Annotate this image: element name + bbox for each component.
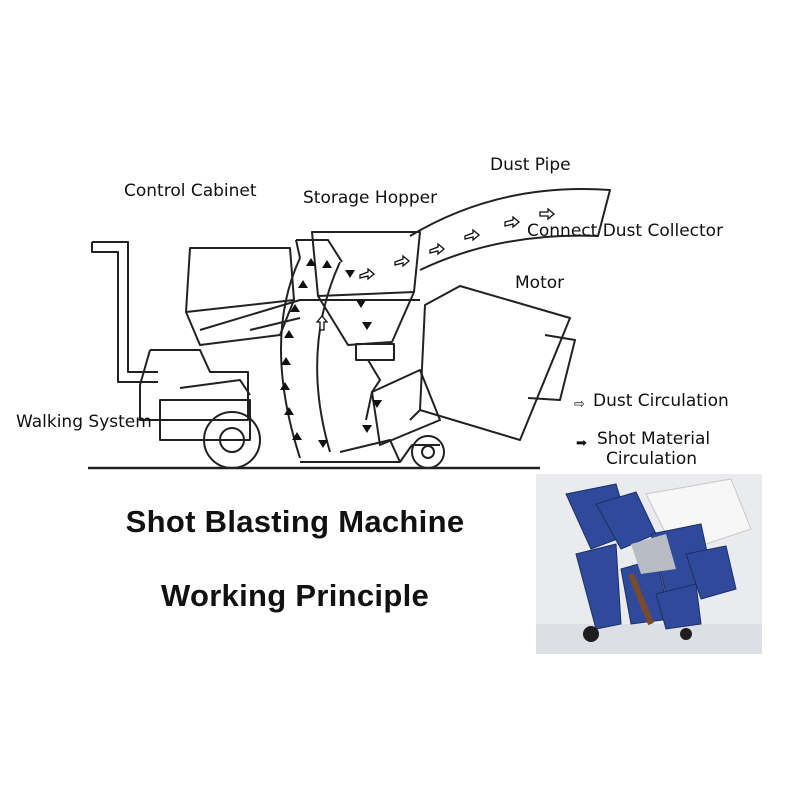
label-walking-system: Walking System <box>16 412 152 432</box>
legend-shot-material-line1: Shot Material <box>597 429 711 449</box>
title-line2: Working Principle <box>160 578 430 613</box>
legend-dust-circulation: Dust Circulation <box>593 391 729 411</box>
solid-arrow-icon: ➡ <box>576 435 587 450</box>
front-wheel <box>411 435 445 469</box>
base-plate <box>300 444 440 463</box>
label-storage-hopper: Storage Hopper <box>303 188 438 208</box>
label-connect-dust-collector: Connect Dust Collector <box>527 221 724 241</box>
walking-frame <box>139 349 249 421</box>
dust-arrows <box>315 207 556 331</box>
label-control-cabinet: Control Cabinet <box>124 181 257 201</box>
elevator-inner <box>316 261 341 453</box>
control-cabinet-shape <box>185 247 295 313</box>
label-motor: Motor <box>515 273 565 293</box>
legend-shot-material-line2: Circulation <box>606 449 698 469</box>
hollow-arrow-icon: ⇨ <box>574 396 585 411</box>
label-dust-pipe: Dust Pipe <box>490 155 571 175</box>
blast-chute <box>371 369 441 446</box>
motor-shape <box>419 285 571 441</box>
elevator-outer <box>280 257 301 459</box>
machine-photo <box>536 474 762 654</box>
rear-wheel <box>203 411 261 469</box>
handle <box>92 241 158 383</box>
title-line1: Shot Blasting Machine <box>125 504 465 539</box>
dust-pipe-shape <box>409 187 611 271</box>
shot-arrows <box>280 258 382 448</box>
